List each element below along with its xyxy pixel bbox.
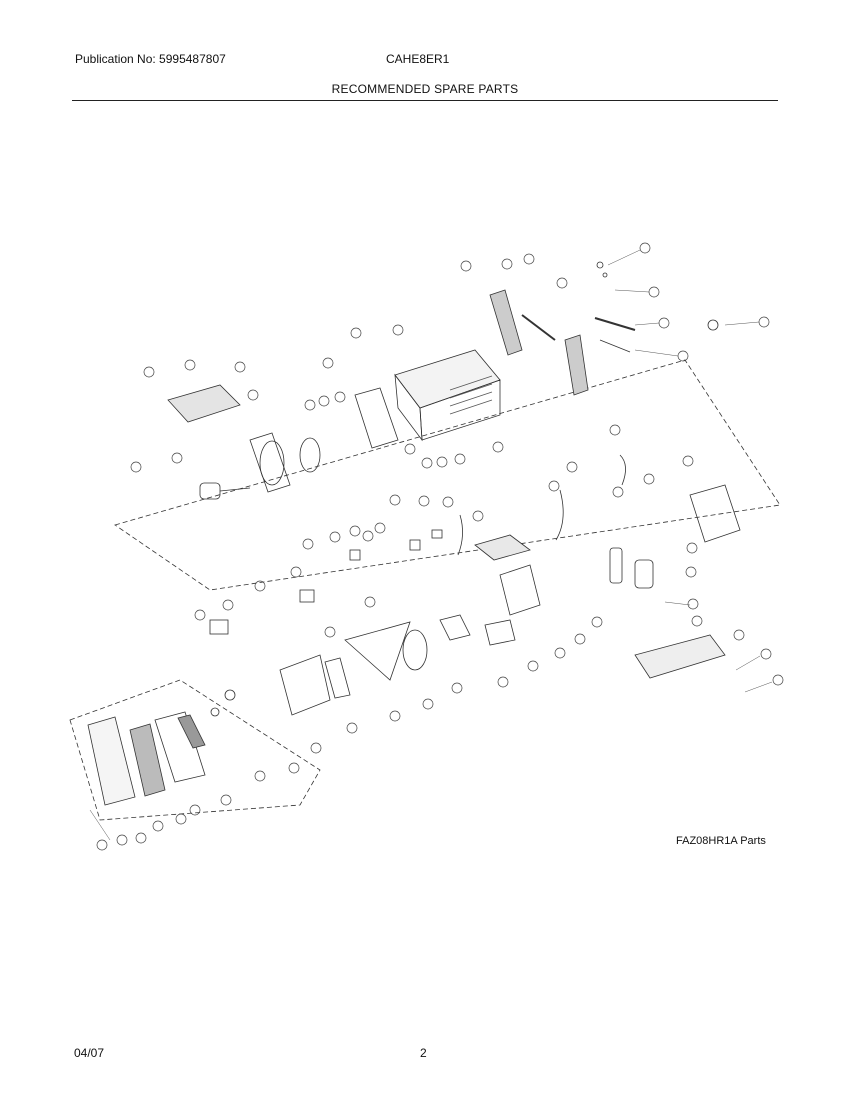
footer-date: 04/07 [74,1046,105,1060]
diagram-caption: FAZ08HR1A Parts [676,835,766,847]
front-panel-part [87,716,136,806]
drain-pan-part [474,534,531,561]
partition-part [354,387,399,449]
frame-lower [69,679,321,821]
base-right-part [634,634,726,679]
bracket-part [689,484,741,543]
page-title: RECOMMENDED SPARE PARTS [331,82,519,96]
capacitor-part [634,559,654,589]
header-rule [72,100,778,101]
scroll-part [279,654,331,716]
page-number: 2 [420,1046,427,1060]
air-filter-part [129,723,166,797]
motor-part [199,482,221,500]
model-number: CAHE8ER1 [386,52,450,66]
exploded-parts-diagram [69,242,784,851]
cabinet-part [394,349,501,442]
blower-wheel-part [402,629,428,671]
base-pan-part [167,384,241,423]
fan-shroud-part [249,432,291,493]
condenser-part [489,289,589,396]
frame-upper [114,359,781,591]
fan-blade-part [299,437,321,473]
publication-number: Publication No: 5995487807 [75,52,226,66]
